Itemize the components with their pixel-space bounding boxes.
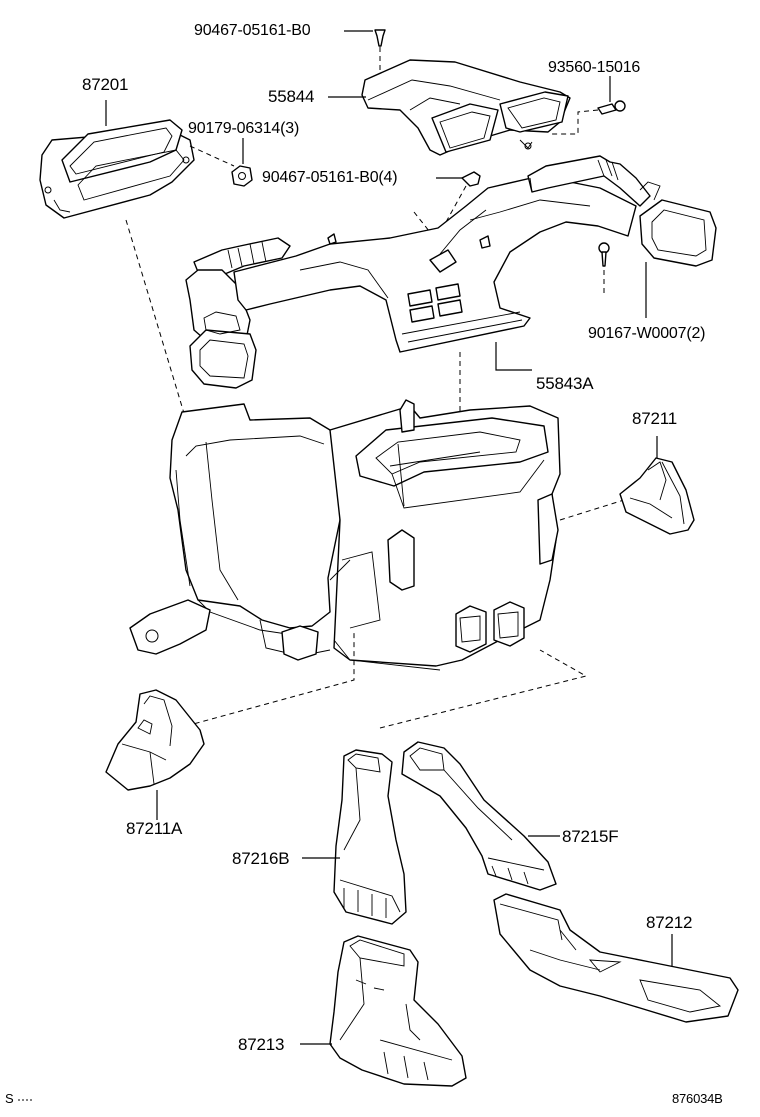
nut-90179 bbox=[231, 165, 253, 187]
dash-93560 bbox=[550, 109, 599, 135]
duct-55844 bbox=[361, 59, 571, 156]
screw-93560 bbox=[597, 100, 626, 115]
clip-90467-top bbox=[374, 29, 386, 47]
duct-55843a bbox=[185, 155, 717, 389]
leader-55843a bbox=[495, 342, 532, 371]
duct-87216b bbox=[333, 749, 407, 925]
dash-87201-nut bbox=[189, 145, 235, 167]
register-87201 bbox=[39, 119, 195, 219]
dash-heater-87211 bbox=[559, 499, 625, 521]
footer-section-code: S bbox=[5, 1091, 14, 1106]
duct-87213 bbox=[329, 935, 467, 1087]
dash-90467-4-a bbox=[435, 185, 467, 241]
clip-90467-4 bbox=[461, 171, 481, 187]
dash-87201-heater bbox=[125, 219, 187, 421]
label-87201: 87201 bbox=[82, 75, 129, 94]
label-55844: 55844 bbox=[268, 87, 315, 106]
label-87212: 87212 bbox=[646, 913, 693, 932]
heater-unit bbox=[129, 399, 561, 671]
dash-heater-lower bbox=[379, 649, 588, 729]
dash-heater-87211a bbox=[185, 630, 355, 727]
label-90467-05161-b0-top: 90467-05161-B0 bbox=[194, 22, 311, 39]
label-87216b: 87216B bbox=[232, 849, 290, 868]
duct-87211 bbox=[619, 457, 695, 535]
label-93560-15016: 93560-15016 bbox=[548, 59, 641, 76]
footer-figure-number: 876034B bbox=[672, 1091, 723, 1106]
label-55843a: 55843A bbox=[536, 374, 594, 393]
label-90467-05161-b0-4: 90467-05161-B0(4) bbox=[262, 169, 398, 186]
duct-87211a bbox=[105, 689, 205, 791]
duct-87215f bbox=[401, 741, 557, 891]
label-87211a: 87211A bbox=[126, 819, 183, 838]
label-87213: 87213 bbox=[238, 1035, 285, 1054]
label-87211: 87211 bbox=[632, 409, 678, 428]
label-90179-06314: 90179-06314(3) bbox=[188, 120, 300, 137]
duct-87212 bbox=[493, 893, 739, 1023]
label-90167-w0007: 90167-W0007(2) bbox=[588, 325, 706, 342]
screw-90167 bbox=[598, 242, 610, 267]
label-87215f: 87215F bbox=[562, 827, 619, 846]
